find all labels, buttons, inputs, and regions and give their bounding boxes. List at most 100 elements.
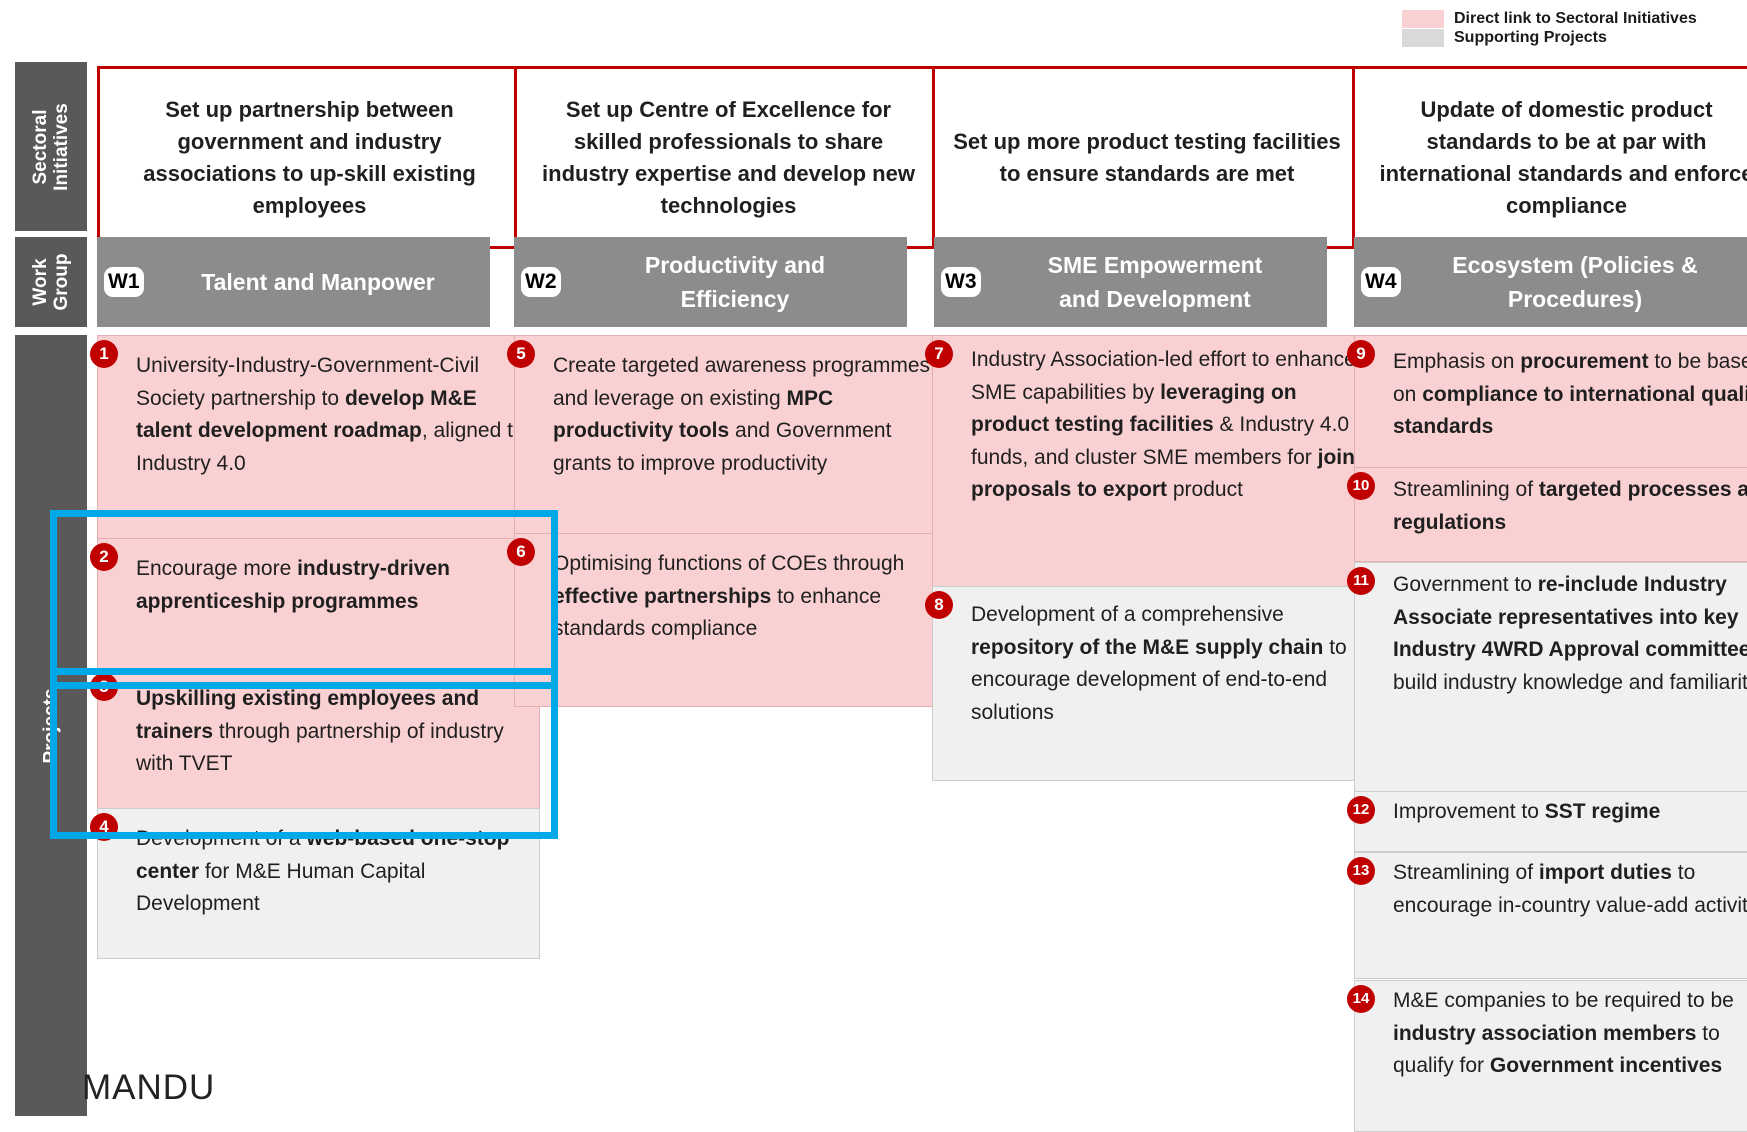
sidebar-label-sectoral: Sectoral Initiatives — [30, 102, 72, 191]
project-text: Government to re-include Industry Associ… — [1393, 569, 1747, 699]
project-number-badge: 2 — [90, 543, 118, 571]
project-card-11: 11 Government to re-include Industry Asso… — [1347, 562, 1747, 799]
project-text: Encourage more industry-driven apprentic… — [136, 553, 529, 618]
workgroup-bar-w3: W3 SME Empowerment and Development — [934, 237, 1327, 327]
legend-swatch-supporting — [1402, 29, 1444, 47]
project-text-segment: Development of a comprehensive — [971, 603, 1284, 626]
legend-swatch-direct — [1402, 10, 1444, 28]
project-text: Create targeted awareness programmes and… — [553, 350, 946, 480]
workgroup-code-w1: W1 — [104, 267, 144, 297]
project-number-badge: 11 — [1347, 567, 1375, 595]
project-text: Improvement to SST regime — [1393, 796, 1747, 829]
project-text-segment: University-Industry-Government-Civil Soc… — [136, 354, 480, 410]
project-text-segment: Industry Association-led effort to enhan… — [971, 348, 1356, 404]
project-text-segment: targeted processes and regulations — [1393, 478, 1747, 534]
project-text-segment: M&E companies to be required to be — [1393, 989, 1734, 1012]
workgroup-code-w4: W4 — [1361, 267, 1401, 297]
project-text-segment: industry-driven apprenticeship programme… — [136, 557, 450, 613]
legend-direct: Direct link to Sectoral Initiatives — [1402, 10, 1697, 28]
project-text: Streamlining of targeted processes and r… — [1393, 474, 1747, 539]
initiative-text-3: Set up more product testing facilities t… — [953, 128, 1341, 186]
project-number-badge: 9 — [1347, 340, 1375, 368]
project-text-segment: Emphasis on — [1393, 350, 1521, 373]
project-card-9: 9 Emphasis on procurement to be based on … — [1347, 335, 1747, 482]
project-number-badge: 12 — [1347, 796, 1375, 824]
project-text-segment: Improvement to — [1393, 800, 1545, 823]
initiative-text-4: Update of domestic product standards to … — [1379, 96, 1747, 218]
project-text: Emphasis on procurement to be based on c… — [1393, 346, 1747, 444]
project-text-segment: joint proposals to export — [971, 445, 1362, 502]
project-text-segment: to qualify for — [1393, 1021, 1720, 1078]
project-text-segment: for M&E Human Capital Development — [136, 859, 426, 916]
workgroup-bar-w2: W2 Productivity and Efficiency — [514, 237, 907, 327]
project-number-badge: 8 — [925, 591, 953, 619]
initiative-text-2: Set up Centre of Excellence for skilled … — [542, 96, 915, 218]
legend-label-supporting: Supporting Projects — [1454, 29, 1607, 46]
project-text-segment: to enhance standards compliance — [553, 584, 882, 641]
project-number-badge: 5 — [507, 340, 535, 368]
project-text-segment: to encourage development of end-to-end s… — [971, 635, 1347, 724]
project-number-badge: 7 — [925, 340, 953, 368]
project-text-segment: compliance to international quality stan… — [1393, 382, 1747, 439]
project-text-segment: procurement — [1520, 350, 1649, 373]
project-text: M&E companies to be required to be indus… — [1393, 985, 1747, 1083]
legend-label-direct: Direct link to Sectoral Initiatives — [1454, 10, 1697, 27]
legend-supporting: Supporting Projects — [1402, 29, 1607, 47]
project-text-segment: develop M&E talent development roadmap — [136, 386, 477, 443]
project-text-segment: re-include Industry Associate representa… — [1393, 573, 1747, 661]
logo-wordmark: MANDU — [82, 1068, 216, 1107]
project-card-13: 13 Streamlining of import duties to encou… — [1347, 852, 1747, 979]
workgroup-title-w1: Talent and Manpower — [201, 269, 435, 295]
project-card-14: 14 M&E companies to be required to be ind… — [1347, 980, 1747, 1132]
sidebar-label-workgroup: Work Group — [30, 253, 72, 311]
initiative-box-3: Set up more product testing facilities t… — [932, 66, 1362, 249]
workgroup-title-w4: Ecosystem (Policies & Procedures) — [1452, 252, 1698, 312]
project-number-badge: 6 — [507, 538, 535, 566]
project-number-badge: 14 — [1347, 985, 1375, 1013]
project-text-segment: leveraging on product testing facilities — [971, 380, 1297, 437]
project-text-segment: Streamlining of — [1393, 478, 1539, 501]
project-text: Optimising functions of COEs through eff… — [553, 548, 946, 646]
workgroup-bar-w1: W1 Talent and Manpower — [97, 237, 490, 327]
project-text: Industry Association-led effort to enhan… — [971, 344, 1364, 507]
project-number-badge: 13 — [1347, 857, 1375, 885]
project-text-segment: Encourage more — [136, 557, 298, 580]
workgroup-code-w2: W2 — [521, 267, 561, 297]
project-text-segment: through partnership of industry with TVE… — [136, 719, 504, 776]
project-text-segment: Government to — [1393, 573, 1538, 596]
project-text-segment: to build industry knowledge and familiar… — [1393, 670, 1747, 694]
project-text-segment: to be based on — [1393, 350, 1747, 406]
sidebar-sectoral: Sectoral Initiatives — [15, 62, 87, 231]
workgroup-title-w3: SME Empowerment and Development — [1047, 252, 1263, 312]
project-text: Upskilling existing employees and traine… — [136, 683, 529, 781]
project-text-segment: SST regime — [1544, 800, 1661, 823]
project-text: University-Industry-Government-Civil Soc… — [136, 350, 529, 480]
project-text-segment: import duties — [1538, 861, 1672, 884]
project-text-segment: Optimising functions of COEs through — [553, 552, 905, 575]
highlight-box-lower — [50, 668, 558, 839]
highlight-box-upper — [50, 510, 558, 689]
project-text-segment: to encourage in-country value-add activi… — [1393, 861, 1747, 917]
project-card-8: 8 Development of a comprehensive reposito… — [925, 586, 1375, 781]
initiative-box-2: Set up Centre of Excellence for skilled … — [514, 66, 943, 249]
initiative-text-1: Set up partnership between government an… — [143, 96, 476, 218]
project-number-badge: 1 — [90, 340, 118, 368]
project-text-segment: repository of the M&E supply chain — [971, 635, 1324, 659]
project-text-segment: Create targeted awareness programmes and… — [553, 354, 931, 410]
workgroup-bar-w4: W4 Ecosystem (Policies & Procedures) — [1354, 237, 1747, 327]
project-text-segment: effective partnerships — [553, 584, 772, 608]
workgroup-title-w2: Productivity and Efficiency — [644, 252, 826, 312]
workgroup-code-w3: W3 — [941, 267, 981, 297]
project-text: Streamlining of import duties to encoura… — [1393, 857, 1747, 922]
project-number-badge: 10 — [1347, 472, 1375, 500]
project-text-segment: , aligned to Industry 4.0 — [136, 419, 525, 475]
project-text: Development of a comprehensive repositor… — [971, 599, 1364, 729]
project-card-7: 7 Industry Association-led effort to enha… — [925, 335, 1375, 593]
sidebar-workgroup: Work Group — [15, 237, 87, 327]
initiative-box-4: Update of domestic product standards to … — [1352, 66, 1747, 249]
project-text-segment: Streamlining of — [1393, 861, 1539, 884]
